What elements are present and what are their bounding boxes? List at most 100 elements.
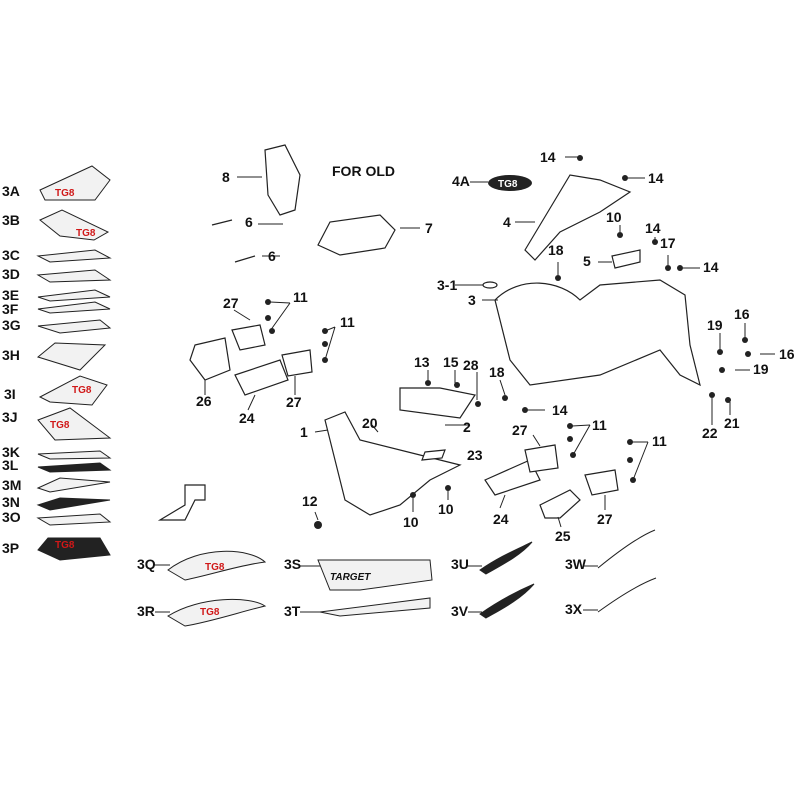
decal-3h[interactable]: [36, 342, 107, 371]
decal-3s[interactable]: [317, 559, 433, 591]
decal-logo-text: TG8: [55, 540, 75, 551]
decal-3a[interactable]: [39, 165, 111, 201]
decal-3l[interactable]: [37, 462, 112, 473]
part-1-front-panel[interactable]: [324, 411, 462, 516]
callout-12: 12: [302, 493, 318, 509]
part-6-bolt[interactable]: [211, 219, 233, 226]
decal-logo-text: TG8: [76, 228, 96, 239]
part-2-grille[interactable]: [399, 387, 476, 419]
callout-16: 16: [734, 306, 750, 322]
callout-14: 14: [552, 402, 568, 418]
label-3o: 3O: [2, 509, 21, 525]
decal-3i[interactable]: [38, 375, 108, 406]
part-24-headlight[interactable]: [234, 359, 289, 396]
decal-3n[interactable]: [36, 497, 111, 511]
decal-logo-text: TG8: [50, 420, 70, 431]
label-3k: 3K: [2, 444, 20, 460]
callout-3: 3: [468, 292, 476, 308]
callout-19: 19: [707, 317, 723, 333]
decal-3v[interactable]: [479, 583, 535, 619]
decal-3e[interactable]: [37, 289, 111, 302]
decal-3f[interactable]: [37, 301, 111, 314]
callout-10: 10: [403, 514, 419, 530]
callout-14: 14: [540, 149, 556, 165]
decal-3c[interactable]: [36, 249, 112, 263]
callout-17: 17: [660, 235, 676, 251]
decal-3g[interactable]: [37, 319, 112, 334]
part-25-light-housing[interactable]: [539, 489, 581, 519]
callout-11: 11: [592, 417, 607, 433]
label-3e: 3E: [2, 287, 19, 303]
decal-3k[interactable]: [37, 450, 112, 460]
part-3-front-fender[interactable]: [494, 279, 701, 387]
callout-5: 5: [583, 253, 591, 269]
callout-11: 11: [340, 314, 355, 330]
decal-3r[interactable]: [167, 599, 267, 627]
emblem-4a[interactable]: [488, 175, 532, 191]
decal-3t[interactable]: [319, 597, 431, 617]
part-24-headlight[interactable]: [484, 459, 541, 496]
part-27-bulb[interactable]: [231, 324, 266, 351]
callout-23: 23: [467, 447, 483, 463]
emblem-text: TG8: [498, 179, 518, 190]
part-27-bulb[interactable]: [524, 444, 559, 473]
decal-3u[interactable]: [479, 541, 533, 575]
decal-3j[interactable]: [37, 407, 112, 441]
main-parts: FOR OLD TG8: [189, 144, 795, 544]
part-8-bracket[interactable]: [264, 144, 301, 216]
callout-10: 10: [606, 209, 622, 225]
label-3f: 3F: [2, 301, 19, 317]
callout-6: 6: [268, 248, 276, 264]
part-26-light-housing[interactable]: [189, 337, 231, 381]
label-3d: 3D: [2, 266, 20, 282]
label-3v: 3V: [451, 603, 469, 619]
bracket-part[interactable]: [157, 484, 206, 521]
left-decal-group: TG8 TG8 TG8 TG8 TG8 3A 3B 3C 3D 3E 3F 3G…: [2, 165, 112, 561]
decal-logo-text: TG8: [200, 607, 220, 618]
decal-3p[interactable]: [37, 537, 111, 561]
part-4-upper-cover[interactable]: [524, 174, 632, 261]
callout-1: 1: [300, 424, 308, 440]
callout-3-1: 3-1: [437, 277, 457, 293]
label-3h: 3H: [2, 347, 20, 363]
callout-13: 13: [414, 354, 430, 370]
part-3-1-grommet[interactable]: [482, 281, 498, 289]
decal-3m[interactable]: [36, 477, 111, 493]
decal-3w[interactable]: [597, 529, 656, 569]
part-6-bolt[interactable]: [234, 255, 256, 263]
callout-27: 27: [286, 394, 302, 410]
callout-18: 18: [489, 364, 505, 380]
label-3g: 3G: [2, 317, 21, 333]
label-3x: 3X: [565, 601, 583, 617]
callout-11: 11: [652, 433, 667, 449]
decal-3q[interactable]: [167, 550, 267, 581]
decal-3d[interactable]: [36, 269, 112, 283]
callout-4a: 4A: [452, 173, 470, 189]
part-5-bracket[interactable]: [611, 249, 641, 269]
label-3n: 3N: [2, 494, 20, 510]
decal-3o[interactable]: [36, 513, 112, 526]
part-23-pad[interactable]: [421, 449, 446, 461]
decal-logo-text: TG8: [205, 562, 225, 573]
callout-18: 18: [548, 242, 564, 258]
label-3q: 3Q: [137, 556, 156, 572]
part-27-bulb[interactable]: [281, 349, 313, 377]
bottom-decal-group: TG8 TG8 TARGET 3Q 3R 3S 3T 3U 3V 3W 3X: [137, 529, 657, 627]
callout-16: 16: [779, 346, 795, 362]
callout-7: 7: [425, 220, 433, 236]
label-3m: 3M: [2, 477, 21, 493]
decal-3b[interactable]: [39, 209, 110, 241]
decal-brand-text: TARGET: [330, 572, 371, 583]
callout-22: 22: [702, 425, 718, 441]
for-old-note: FOR OLD: [332, 163, 395, 179]
callout-27: 27: [512, 422, 528, 438]
part-7-cover[interactable]: [317, 214, 396, 256]
callout-4: 4: [503, 214, 511, 230]
label-3c: 3C: [2, 247, 20, 263]
decal-3x[interactable]: [597, 577, 657, 613]
callout-25: 25: [555, 528, 571, 544]
part-27-bulb[interactable]: [584, 469, 619, 496]
label-3u: 3U: [451, 556, 469, 572]
label-3l: 3L: [2, 457, 19, 473]
